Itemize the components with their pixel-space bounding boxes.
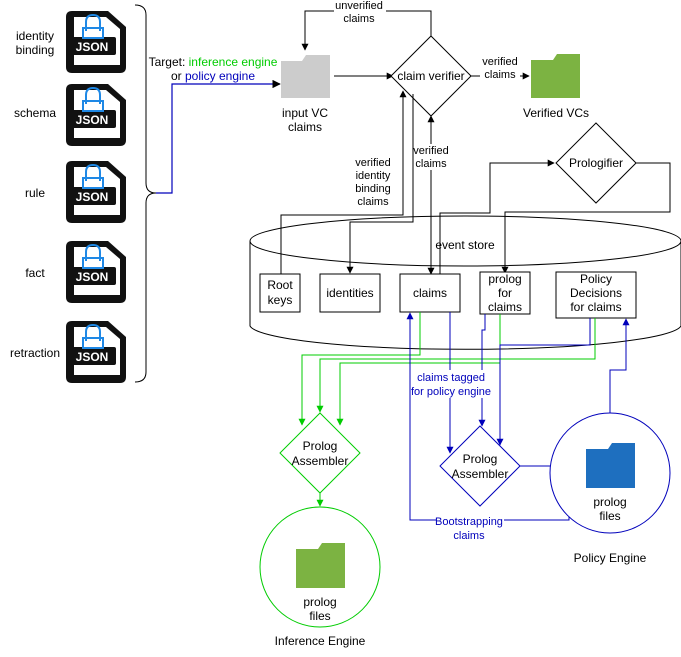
event-store-label: event store (435, 238, 495, 252)
event-store-cylinder (249, 241, 681, 350)
svg-text:JSON: JSON (76, 113, 109, 127)
identities-label: identities (326, 286, 373, 300)
claim-verifier-label: claim verifier (397, 69, 464, 83)
edge-sources-to-input (156, 79, 281, 194)
verified-vcs-folder-icon (531, 54, 580, 98)
target-label: Target: inference engine (149, 55, 278, 69)
prologifier-label: Prologifier (569, 156, 623, 170)
edge-verifier-to-identities (346, 94, 414, 274)
target-label-policy: or policy engine (171, 69, 255, 83)
policy-decisions-box (555, 271, 637, 319)
prolog-for-claims-box (479, 271, 531, 315)
svg-text:JSON: JSON (76, 40, 109, 54)
json-lock-icon: JSON (66, 241, 126, 303)
edge-policy-to-assembler-right (496, 318, 591, 446)
source-fact: fact JSON (25, 241, 126, 303)
source-label: fact (25, 266, 45, 280)
policy-engine-label: Policy Engine (574, 551, 647, 565)
claims-label: claims (413, 286, 447, 300)
json-lock-icon: JSON (66, 321, 126, 383)
json-lock-icon: JSON (66, 161, 126, 223)
svg-text:JSON: JSON (76, 270, 109, 284)
edge-rootkeys-to-verifier (280, 90, 407, 274)
root-keys-box (259, 273, 301, 313)
edge-claims-to-assembler-left (298, 312, 421, 426)
verified-vcs-label: Verified VCs (523, 106, 589, 120)
source-label: retraction (10, 346, 60, 360)
source-schema: schema JSON (14, 84, 126, 146)
prolog-assembler-right-diamond (439, 425, 521, 507)
input-vc-folder-icon (281, 55, 330, 98)
edge-policy-to-assembler-left-1 (316, 318, 596, 413)
inference-prolog-files-folder-icon (296, 543, 345, 588)
svg-text:JSON: JSON (76, 350, 109, 364)
svg-text:JSON: JSON (76, 190, 109, 204)
edge-claims-to-prologifier (439, 159, 555, 274)
source-label: rule (25, 186, 45, 200)
claims-box (399, 273, 461, 313)
event-store-top (249, 215, 681, 267)
prolog-assembler-left-diamond (279, 412, 361, 494)
json-lock-icon: JSON (66, 84, 126, 146)
edge-prolog-to-assembler-left (336, 314, 501, 426)
identities-box (319, 273, 381, 313)
policy-prolog-files-folder-icon (586, 443, 635, 488)
edge-policy-engine-to-decisions (609, 318, 630, 413)
inference-engine-label: Inference Engine (275, 634, 366, 648)
source-label: schema (14, 106, 56, 120)
edge-prologifier-to-prolog (501, 162, 671, 274)
source-retraction: retraction JSON (10, 321, 126, 383)
source-rule: rule JSON (25, 161, 126, 223)
json-lock-icon: JSON (66, 11, 126, 73)
prologifier-diamond (555, 122, 637, 204)
